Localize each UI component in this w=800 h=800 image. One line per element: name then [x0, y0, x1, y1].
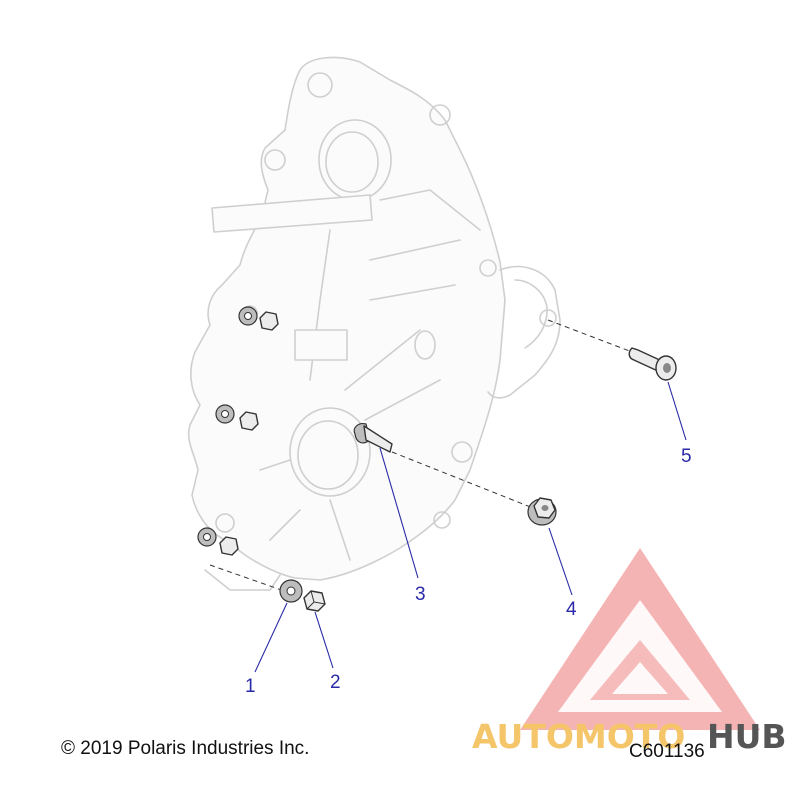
stud-3-shaft: [363, 425, 393, 453]
fastener-set-lower: [197, 527, 239, 556]
housing-boss-bottom: [433, 511, 451, 529]
housing-label-plate: [294, 329, 348, 361]
callout-5: 5: [681, 446, 692, 467]
nut-middle: [239, 411, 259, 431]
part-3-stud: [353, 423, 393, 453]
housing-cover-ghost: [187, 56, 561, 591]
watermark-text-hub: HUB: [707, 717, 787, 756]
watermark-text-automoto: AUTOMOTO: [472, 717, 685, 756]
washer-upper-hole: [244, 312, 252, 320]
housing-boss-top: [307, 72, 333, 98]
housing-lower-bore-outer: [289, 407, 371, 497]
assembly-line-bolt: [547, 319, 641, 356]
nut-2: [303, 590, 326, 612]
assembly-line-nut-right: [391, 451, 539, 511]
housing-rib-3: [369, 239, 461, 261]
housing-boss-left-upper: [264, 149, 286, 171]
housing-rib-2: [379, 189, 481, 231]
part-1-washer: [279, 579, 303, 603]
housing-boss-lower-left: [215, 513, 235, 533]
washer-lower-hole: [203, 533, 211, 541]
washer-1-hole: [286, 586, 296, 596]
callout-1: 1: [245, 676, 256, 697]
housing-rib-8: [259, 459, 291, 471]
housing-rib-6: [364, 379, 441, 421]
diagram-code: C601136: [629, 741, 705, 762]
nut-upper: [259, 311, 279, 331]
copyright-notice: © 2019 Polaris Industries Inc.: [61, 738, 310, 759]
leader-line-4: [548, 527, 573, 596]
bolt-5-socket: [663, 363, 671, 373]
part-5-bolt: [628, 347, 677, 381]
part-4-flange-nut: [527, 497, 557, 526]
housing-top-bore-inner: [325, 131, 379, 193]
nut-2-edge: [306, 590, 326, 610]
housing-bottom-tab: [204, 569, 281, 591]
housing-strap-band: [211, 194, 373, 233]
housing-right-lobe-inner: [514, 279, 548, 349]
housing-rib-4: [369, 284, 456, 301]
watermark-triangle-center: [612, 662, 668, 694]
fastener-set-upper: [238, 306, 279, 331]
washer-middle-hole: [221, 410, 229, 418]
callout-2: 2: [330, 672, 341, 693]
leader-line-5: [667, 381, 687, 441]
leader-line-2: [314, 611, 334, 669]
housing-rib-9: [269, 509, 301, 541]
flange-nut-4-hole: [541, 505, 549, 511]
nut-lower: [219, 536, 239, 556]
housing-rib-7: [329, 499, 351, 561]
housing-lobe-hole: [539, 309, 557, 327]
leader-line-3: [379, 447, 419, 579]
leader-line-1: [254, 602, 288, 673]
housing-lower-bore-inner: [297, 420, 359, 490]
housing-boss-right-mid: [479, 259, 497, 277]
watermark-logo: [520, 548, 760, 730]
housing-boss-right-lower: [451, 441, 473, 463]
housing-rib-5: [344, 329, 421, 391]
housing-boss-top-right: [429, 104, 451, 126]
callout-4: 4: [566, 599, 577, 620]
housing-center-boss: [414, 330, 436, 360]
housing-right-lobe: [487, 265, 561, 399]
housing-outline: [187, 56, 506, 581]
callout-3: 3: [415, 584, 426, 605]
part-2-nut: [303, 590, 326, 612]
fastener-set-middle: [215, 404, 259, 431]
